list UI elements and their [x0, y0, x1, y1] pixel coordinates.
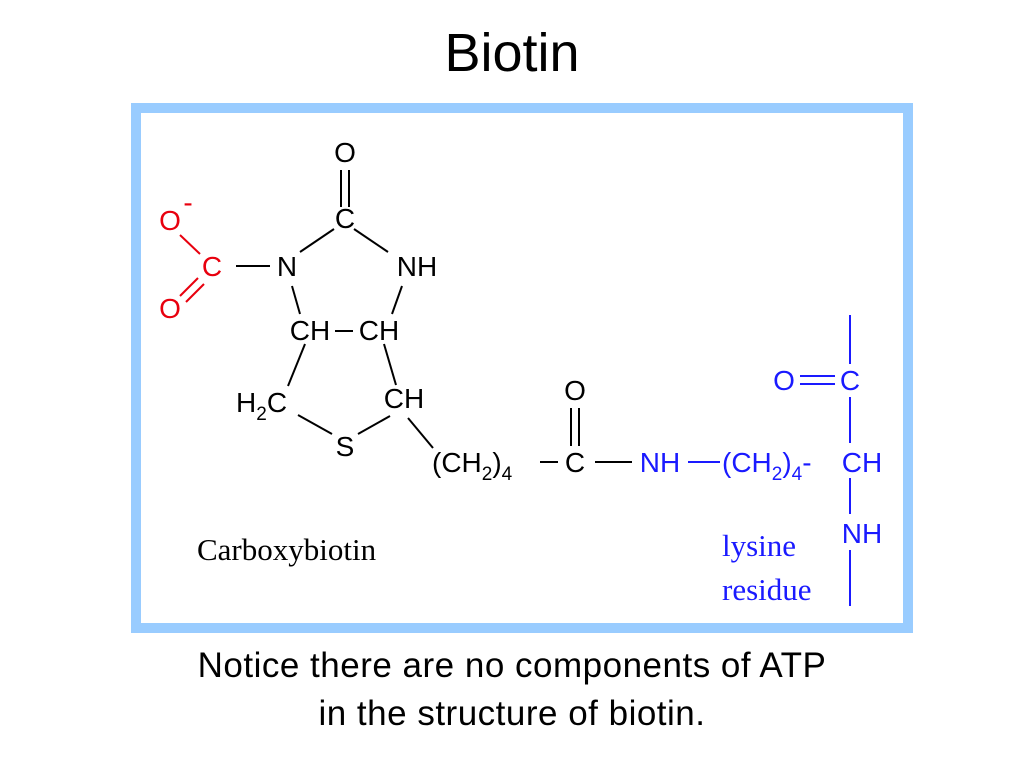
- diagram-frame: [131, 103, 913, 633]
- atom-ch2-chain: (CH2)4: [432, 447, 513, 485]
- atom-c-carboxyl: C: [202, 251, 222, 282]
- atom-ch-ring: CH: [384, 383, 424, 414]
- bond-chring-chain: [407, 417, 434, 449]
- atom-lys-ch2-chain: (CH2)4-: [722, 447, 812, 485]
- bond-h2c-s: [297, 414, 333, 435]
- atom-lys-ch: CH: [842, 447, 882, 478]
- lysine-label-line1: lysine: [722, 528, 796, 563]
- bond-c-n-left: [299, 228, 335, 253]
- charge-minus: -: [183, 187, 192, 218]
- bond-chring-s: [357, 415, 391, 435]
- lysine-bonds: [688, 315, 851, 606]
- slide-caption: Notice there are no components of ATP in…: [0, 642, 1024, 738]
- biotin-atoms: O C N NH CH CH H2C CH S (CH2)4 O C: [236, 137, 586, 485]
- lysine-atoms: NH (CH2)4- CH O C NH: [640, 365, 882, 549]
- atom-ch-left: CH: [290, 315, 330, 346]
- atom-h2c: H2C: [236, 387, 287, 425]
- bond-n-ch-left: [291, 285, 301, 315]
- caption-line-2: in the structure of biotin.: [318, 694, 706, 733]
- lysine-label-line2: residue: [722, 572, 812, 607]
- carboxyl-bonds: [179, 234, 205, 303]
- atom-o-minus: O: [159, 205, 181, 236]
- carboxybiotin-label: Carboxybiotin: [197, 532, 377, 567]
- atom-lys-o: O: [773, 365, 795, 396]
- bond-nh-ch-right: [391, 285, 403, 315]
- atom-nh-right: NH: [397, 251, 437, 282]
- bond-ominus-c: [179, 234, 201, 255]
- atom-o-top: O: [334, 137, 356, 168]
- bond-ch-h2c: [287, 343, 306, 387]
- bond-c-nh-right: [353, 228, 389, 253]
- atom-c-amide: C: [565, 447, 585, 478]
- slide-title: Biotin: [444, 23, 580, 83]
- carboxyl-atoms: O - C O: [159, 187, 222, 324]
- bond-c-o-double-red-a: [179, 277, 199, 297]
- atom-lys-c: C: [840, 365, 860, 396]
- atom-lys-nh: NH: [842, 518, 882, 549]
- atom-o-carboxyl: O: [159, 293, 181, 324]
- caption-line-1: Notice there are no components of ATP: [197, 646, 827, 685]
- atom-s: S: [336, 431, 355, 462]
- atom-nh-amide: NH: [640, 447, 680, 478]
- atom-c-carbonyl: C: [335, 203, 355, 234]
- atom-n-left: N: [277, 251, 297, 282]
- biotin-bonds: [236, 170, 632, 463]
- bond-ch-chring: [383, 343, 397, 386]
- bond-c-o-double-red-b: [185, 283, 205, 303]
- atom-o-amide: O: [564, 375, 586, 406]
- atom-ch-right: CH: [359, 315, 399, 346]
